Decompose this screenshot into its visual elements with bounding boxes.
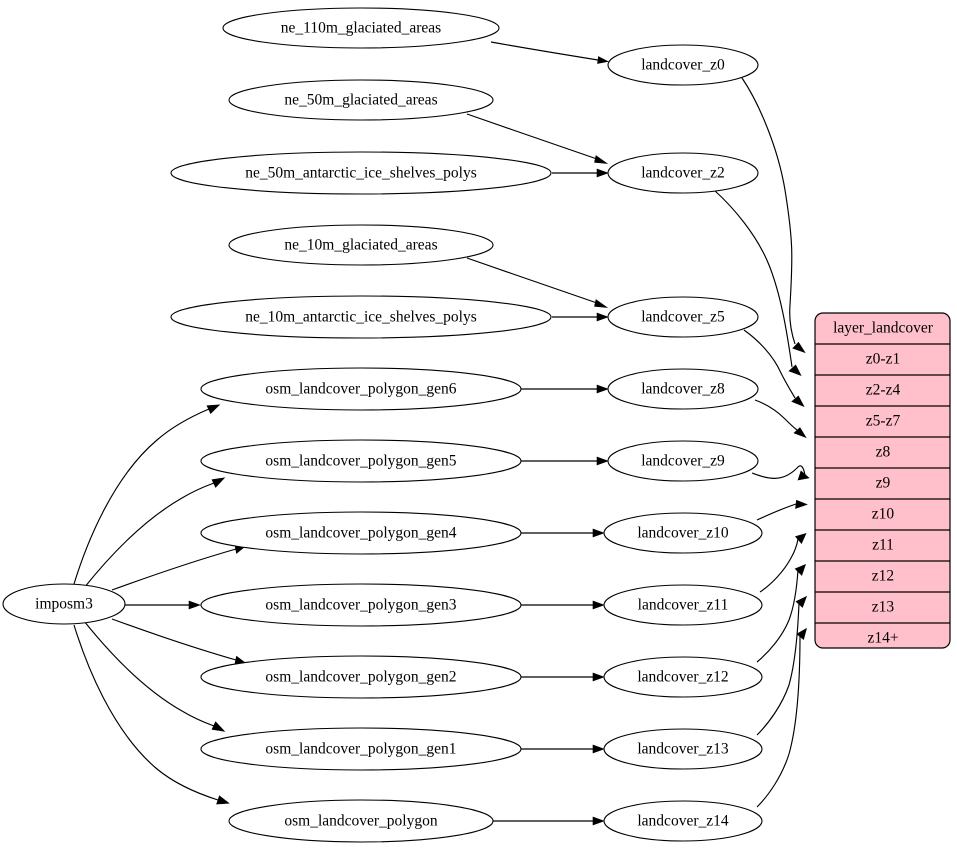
edge-gen3-to-z11 [521, 600, 605, 610]
node-label: ne_10m_antarctic_ice_shelves_polys [245, 309, 477, 326]
node-label: landcover_z11 [638, 597, 729, 614]
node-ne-50m-antarctic-ice-shelves-polys[interactable]: ne_50m_antarctic_ice_shelves_polys [170, 151, 552, 195]
node-label: imposm3 [35, 596, 93, 613]
edge-imposm3-to-gen6 [73, 404, 221, 585]
edge-z0-to-row-z0z1 [741, 77, 806, 354]
edge-imposm3-to-gen2 [111, 618, 248, 665]
edge-ne10m-glaciated-to-z5 [466, 257, 609, 308]
node-label: osm_landcover_polygon_gen5 [265, 453, 456, 470]
edge-gen5-to-z9 [521, 456, 609, 466]
edge-ne50m-glaciated-to-z2 [466, 113, 609, 164]
record-row-z14-plus[interactable]: z14+ [867, 630, 898, 647]
node-osm-landcover-polygon-gen5[interactable]: osm_landcover_polygon_gen5 [200, 439, 522, 483]
node-landcover-z14[interactable]: landcover_z14 [603, 800, 763, 842]
node-landcover-z10[interactable]: landcover_z10 [603, 512, 763, 554]
record-row-z8[interactable]: z8 [876, 444, 891, 461]
node-label: ne_110m_glaciated_areas [281, 20, 441, 37]
node-label: ne_10m_glaciated_areas [284, 237, 437, 254]
edge-z5-to-row-z5z7 [743, 329, 805, 408]
edge-imposm3-to-gen1 [83, 620, 226, 732]
edge-gen6-to-z8 [521, 384, 609, 394]
node-label: ne_50m_glaciated_areas [284, 92, 437, 109]
node-osm-landcover-polygon-gen6[interactable]: osm_landcover_polygon_gen6 [200, 367, 522, 411]
edge-gen1-to-z13 [521, 744, 605, 754]
node-label: osm_landcover_polygon_gen1 [265, 741, 456, 758]
edge-imposm3-to-gen4 [111, 544, 248, 591]
record-row-z12[interactable]: z12 [872, 568, 894, 585]
osm-node-group: osm_landcover_polygon_gen6 osm_landcover… [200, 367, 522, 843]
node-ne-10m-glaciated-areas[interactable]: ne_10m_glaciated_areas [228, 224, 494, 266]
record-row-z2-z4[interactable]: z2-z4 [866, 382, 901, 399]
record-row-z9[interactable]: z9 [876, 475, 891, 492]
node-landcover-z2[interactable]: landcover_z2 [607, 152, 759, 194]
node-osm-landcover-polygon-gen4[interactable]: osm_landcover_polygon_gen4 [200, 511, 522, 555]
record-row-z11[interactable]: z11 [872, 537, 894, 554]
node-label: landcover_z10 [637, 525, 728, 542]
node-landcover-z0[interactable]: landcover_z0 [607, 44, 759, 86]
natural-earth-node-group: ne_110m_glaciated_areas ne_50m_glaciated… [170, 7, 552, 339]
node-label: landcover_z0 [641, 57, 725, 74]
node-label: landcover_z5 [641, 309, 725, 326]
edge-z8-to-row-z8 [754, 399, 807, 439]
record-row-z5-z7[interactable]: z5-z7 [866, 413, 901, 430]
node-label: landcover_z9 [641, 453, 725, 470]
node-landcover-z12[interactable]: landcover_z12 [603, 656, 763, 698]
node-landcover-z13[interactable]: landcover_z13 [603, 728, 763, 770]
node-ne-10m-antarctic-ice-shelves-polys[interactable]: ne_10m_antarctic_ice_shelves_polys [170, 295, 552, 339]
node-imposm3[interactable]: imposm3 [2, 583, 126, 625]
node-label: landcover_z2 [641, 165, 725, 182]
record-row-z0-z1[interactable]: z0-z1 [866, 351, 900, 368]
landcover-node-group: landcover_z0 landcover_z2 landcover_z5 l… [603, 44, 763, 842]
record-row-z13[interactable]: z13 [872, 599, 895, 616]
node-osm-landcover-polygon-gen2[interactable]: osm_landcover_polygon_gen2 [200, 655, 522, 699]
record-table-layer-landcover[interactable]: layer_landcover z0-z1 z2-z4 z5-z7 z8 z9 … [814, 312, 951, 649]
node-label: osm_landcover_polygon_gen2 [265, 669, 456, 686]
node-landcover-z9[interactable]: landcover_z9 [607, 440, 759, 482]
edge-ne110m-to-z0 [490, 41, 609, 64]
node-label: landcover_z14 [637, 813, 728, 830]
record-header-label: layer_landcover [833, 320, 934, 337]
record-row-z10[interactable]: z10 [872, 506, 895, 523]
edge-gen4-to-z10 [521, 528, 605, 538]
node-label: osm_landcover_polygon_gen3 [265, 597, 456, 614]
node-label: landcover_z12 [637, 669, 728, 686]
edge-z12-to-row-z12 [756, 563, 807, 663]
edge-z13-to-row-z13 [756, 595, 808, 736]
node-label: osm_landcover_polygon [284, 813, 438, 830]
node-osm-landcover-polygon-gen3[interactable]: osm_landcover_polygon_gen3 [200, 583, 522, 627]
node-landcover-z11[interactable]: landcover_z11 [603, 584, 763, 626]
node-osm-landcover-polygon[interactable]: osm_landcover_polygon [228, 799, 494, 843]
node-landcover-z8[interactable]: landcover_z8 [607, 368, 759, 410]
edge-z10-to-row-z10 [756, 499, 808, 521]
edge-polygon-to-z14 [493, 816, 605, 826]
node-label: landcover_z13 [637, 741, 728, 758]
node-label: landcover_z8 [641, 381, 725, 398]
node-ne-110m-glaciated-areas[interactable]: ne_110m_glaciated_areas [222, 7, 500, 49]
edge-layer [73, 41, 810, 826]
node-ne-50m-glaciated-areas[interactable]: ne_50m_glaciated_areas [228, 79, 494, 121]
edge-imposm3-to-gen3 [125, 600, 201, 610]
edge-ne50m-antarctic-to-z2 [552, 168, 609, 178]
edge-z2-to-row-z2z4 [713, 189, 802, 377]
edge-gen2-to-z12 [521, 672, 605, 682]
node-osm-landcover-polygon-gen1[interactable]: osm_landcover_polygon_gen1 [200, 727, 522, 771]
node-landcover-z5[interactable]: landcover_z5 [607, 296, 759, 338]
edge-imposm3-to-gen5 [83, 477, 226, 589]
edge-z9-to-row-z9 [751, 465, 810, 481]
edge-z11-to-row-z11 [759, 533, 807, 593]
edge-imposm3-to-polygon [73, 624, 230, 805]
node-label: osm_landcover_polygon_gen6 [265, 381, 456, 398]
edge-z14-to-row-z14plus [756, 627, 807, 808]
node-label: osm_landcover_polygon_gen4 [265, 525, 456, 542]
node-label: ne_50m_antarctic_ice_shelves_polys [245, 165, 477, 182]
edge-ne10m-antarctic-to-z5 [552, 312, 609, 322]
